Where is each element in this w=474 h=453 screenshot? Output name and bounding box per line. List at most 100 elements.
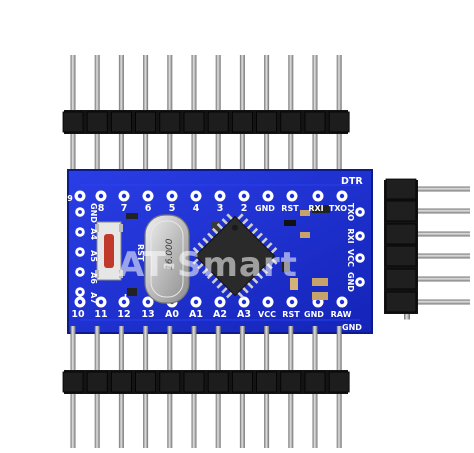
pin-label: 4: [193, 203, 200, 214]
bottom-header-segment: [62, 371, 84, 393]
right-header-segment: [385, 178, 417, 200]
watermark-text: AT-Smart: [118, 245, 298, 285]
bottom-header-segment: [135, 371, 157, 393]
pad-hole: [358, 256, 362, 260]
top-header-segment: [328, 111, 350, 133]
pad-hole: [265, 193, 271, 199]
top-header-segment: [86, 111, 108, 133]
pin-label: RXI: [346, 228, 355, 243]
pad-hole: [78, 230, 82, 234]
top-header-segment: [280, 111, 302, 133]
right-header-segment: [385, 200, 417, 222]
pin-label: A7: [89, 292, 98, 304]
pad-hole: [358, 234, 362, 238]
right-angle-pin-header: [384, 178, 470, 320]
pin-label: 6: [145, 203, 152, 214]
bottom-header-segment: [256, 371, 278, 393]
pcb-pads: [74, 190, 365, 308]
pad-hole: [169, 193, 175, 199]
pin-label: VCC: [346, 249, 355, 267]
pin-label: GND: [89, 203, 98, 223]
top-header-segment: [207, 111, 229, 133]
crystal-oscillator: 16.000: [144, 214, 190, 304]
label-dtr: DTR: [341, 176, 363, 187]
pad-hole: [289, 299, 295, 305]
bottom-header-segment: [159, 371, 181, 393]
pad-hole: [315, 193, 321, 199]
pin-label: RXI: [308, 204, 323, 213]
pin-label: VCC: [258, 310, 276, 319]
pin-label: 3: [217, 203, 224, 214]
pin-label: RST: [282, 310, 300, 319]
right-header-pin: [418, 208, 470, 214]
pad-hole: [217, 299, 223, 305]
pin-label: A2: [213, 309, 227, 320]
right-header-segment: [385, 245, 417, 267]
right-header-pin: [418, 231, 470, 237]
pad-hole: [145, 193, 151, 199]
smd-components: [126, 205, 330, 300]
crystal-label: 16.000: [165, 238, 175, 270]
right-header-pin: [418, 186, 470, 192]
pad-hole: [339, 193, 345, 199]
top-header-segment: [231, 111, 253, 133]
pin-label: GND: [255, 204, 275, 213]
top-header-segment: [304, 111, 326, 133]
pad-hole: [121, 193, 127, 199]
pin-label: 5: [169, 203, 176, 214]
pad-hole: [77, 193, 83, 199]
pad-hole: [358, 210, 362, 214]
bottom-header-segment: [111, 371, 132, 393]
bottom-pin-header: [62, 326, 350, 448]
bottom-header-segment: [328, 371, 350, 393]
pin-label: RST: [281, 204, 299, 213]
pin-label: 11: [94, 309, 107, 320]
top-header-segment: [111, 111, 132, 133]
pin-label: 12: [117, 309, 130, 320]
pad-hole: [289, 193, 295, 199]
pad-hole: [265, 299, 271, 305]
pin-label: A4: [89, 228, 98, 240]
pin-label: GND: [342, 323, 362, 332]
pad-hole: [145, 299, 151, 305]
pad-hole: [78, 270, 82, 274]
pad-hole: [98, 193, 104, 199]
right-header-pin: [418, 253, 470, 259]
pin-label: GND: [346, 272, 355, 292]
top-header-segment: [183, 111, 205, 133]
pad-hole: [339, 299, 345, 305]
bottom-header-segment: [304, 371, 326, 393]
pin-label: A3: [237, 309, 251, 320]
bottom-header-segment: [86, 371, 108, 393]
pad-hole: [78, 210, 82, 214]
right-header-pin: [418, 276, 470, 282]
top-header-segment: [135, 111, 157, 133]
l-label: L: [124, 293, 129, 302]
pin-label: GND: [304, 310, 324, 319]
pin-label: A6: [89, 272, 98, 284]
reset-button: [95, 221, 123, 281]
pin-label: A1: [189, 309, 203, 320]
pad-hole: [78, 290, 82, 294]
top-pin-header: [62, 55, 350, 180]
pin-label: 2: [241, 203, 248, 214]
pad-hole: [241, 299, 247, 305]
pin-label: A0: [165, 309, 179, 320]
pad-hole: [358, 280, 362, 284]
pin-label: TXO: [346, 203, 355, 221]
pin-label: 10: [71, 309, 85, 320]
pad-hole: [241, 193, 247, 199]
rst-label: RST: [136, 244, 145, 262]
pin-label: TXO: [329, 204, 347, 213]
bottom-header-segment: [183, 371, 205, 393]
pin-label: 9: [67, 194, 73, 203]
pad-hole: [121, 299, 127, 305]
pad-hole: [98, 299, 104, 305]
right-header-segment: [385, 223, 417, 245]
pin-label: 13: [141, 309, 154, 320]
top-header-segment: [159, 111, 181, 133]
bottom-header-segment: [207, 371, 229, 393]
pin-label: 7: [121, 203, 128, 214]
